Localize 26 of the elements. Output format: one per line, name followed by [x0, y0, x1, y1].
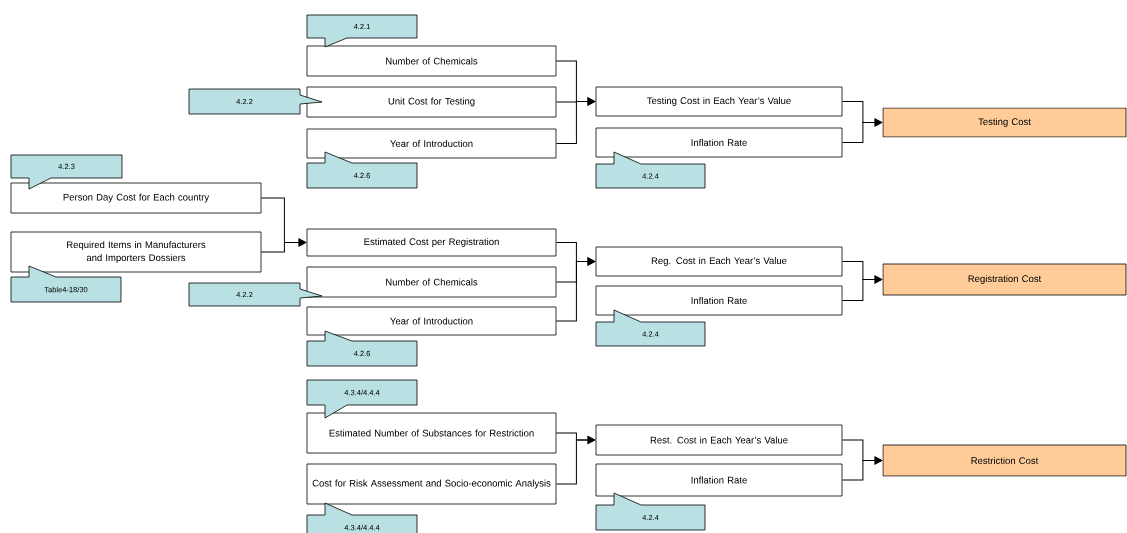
arrow [841, 275, 882, 301]
result-box: Registration Cost [882, 263, 1127, 296]
input-box: Inflation Rate [595, 127, 843, 158]
input-box: Testing Cost in Each Year’s Value [595, 86, 843, 117]
input-box: Inflation Rate [595, 285, 843, 316]
input-box: Year of Introduction [306, 128, 557, 159]
arrow [841, 118, 882, 143]
input-box: Person Day Cost for Each country [10, 182, 262, 214]
input-box: Estimated Cost per Registration [306, 228, 557, 257]
result-box: Restriction Cost [882, 444, 1127, 477]
input-box: Inflation Rate [595, 463, 843, 497]
input-box: Year of Introduction [306, 306, 557, 336]
input-box: Rest. Cost in Each Year’s Value [595, 424, 843, 456]
input-box: Estimated Number of Substances for Restriction [306, 412, 557, 454]
arrow [555, 97, 595, 144]
input-box: Cost for Risk Assessment and Socio-economic Analysis [306, 463, 557, 505]
arrow [555, 257, 595, 322]
arrow [841, 456, 882, 481]
arrow [555, 436, 595, 485]
input-box: Number of Chemicals [306, 45, 557, 77]
input-box: Number of Chemicals [306, 266, 557, 298]
result-box: Testing Cost [882, 107, 1127, 138]
input-box: Required Items in Manufacturers and Importers Dossiers [10, 231, 262, 273]
input-box: Unit Cost for Testing [306, 86, 557, 118]
arrow [260, 238, 306, 253]
input-box: Reg. Cost in Each Year’s Value [595, 246, 843, 277]
